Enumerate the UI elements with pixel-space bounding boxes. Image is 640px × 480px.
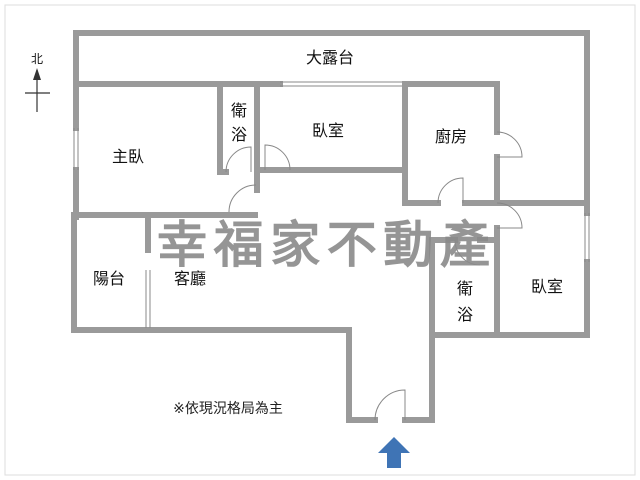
watermark: 幸福家不動產	[157, 216, 490, 274]
room-label-kitchen: 廚房	[435, 127, 467, 146]
walls	[71, 30, 590, 423]
room-label-bath-1-top: 衛	[231, 101, 247, 120]
room-label-balcony: 陽台	[93, 269, 125, 288]
doors	[225, 131, 523, 421]
room-label-bath-2-top: 衛	[457, 279, 473, 298]
room-label-living-room: 客廳	[174, 269, 206, 288]
layout-note: ※依現況格局為主	[173, 401, 283, 417]
room-label-bedroom-2: 臥室	[531, 277, 563, 296]
north-compass-icon	[25, 68, 50, 112]
frame-border	[4, 4, 636, 476]
room-label-bath-2-bottom: 浴	[457, 305, 473, 324]
room-label-master-bedroom: 主臥	[112, 147, 144, 166]
room-label-terrace: 大露台	[306, 48, 354, 67]
entry-arrow-icon	[378, 437, 410, 468]
compass-label: 北	[31, 52, 43, 66]
room-label-bath-1-bottom: 浴	[231, 125, 247, 144]
room-label-bedroom-1: 臥室	[312, 121, 344, 140]
